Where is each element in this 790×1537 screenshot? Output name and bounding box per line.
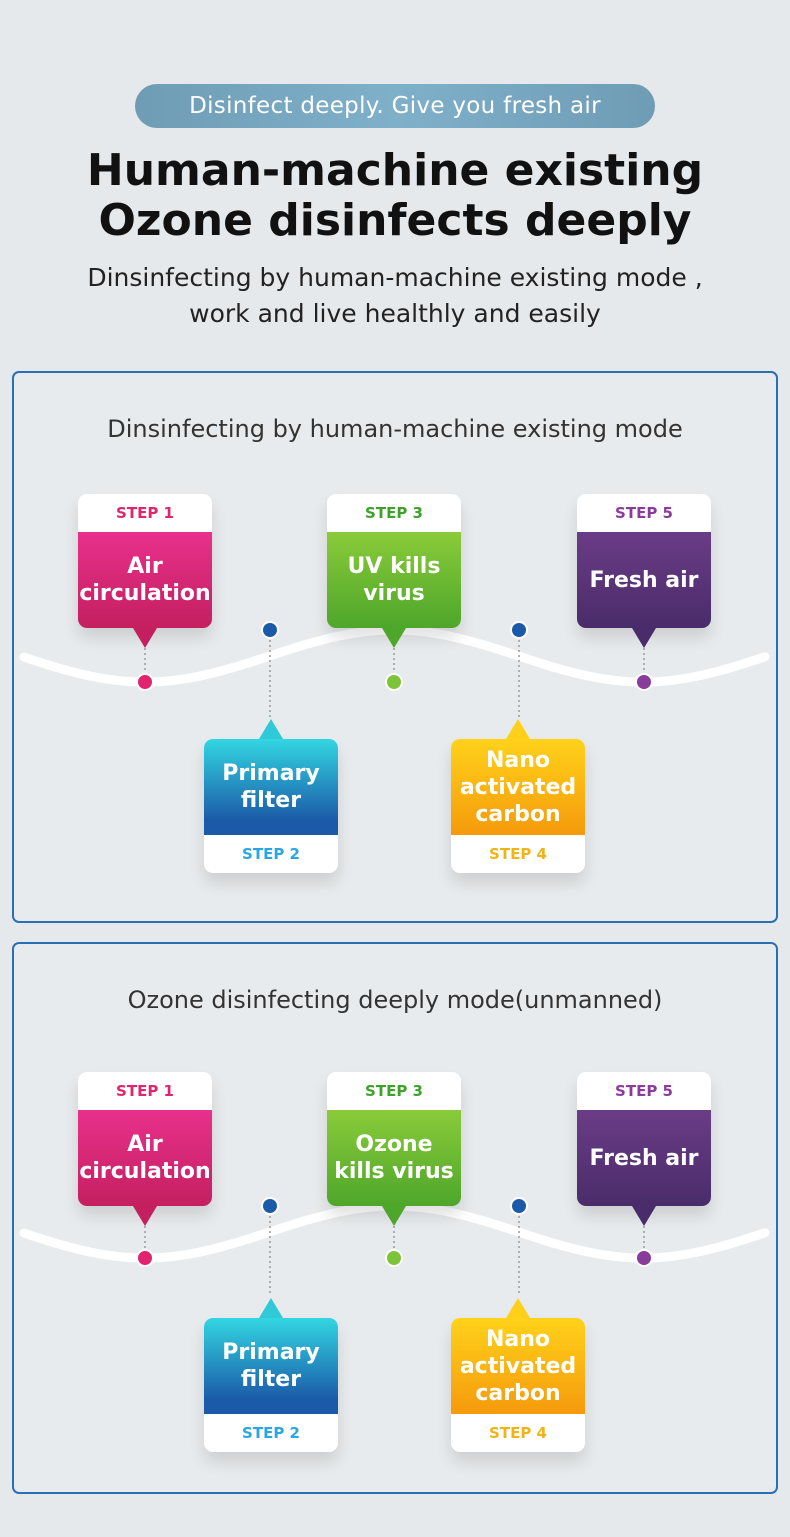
step-text: Fresh air <box>577 1110 711 1206</box>
pointer-down <box>632 1206 656 1226</box>
pointer-up <box>259 1298 283 1318</box>
subheading-line-1: Dinsinfecting by human-machine existing … <box>87 263 703 292</box>
pointer-down <box>632 628 656 648</box>
pointer-up <box>506 719 530 739</box>
process-panel-human-machine: Dinsinfecting by human-machine existing … <box>12 371 778 923</box>
headline-line-2: Ozone disinfects deeply <box>98 195 692 246</box>
dot-step-1 <box>136 673 154 691</box>
subheading-line-2: work and live healthly and easily <box>189 299 601 328</box>
step-label: STEP 1 <box>116 504 174 522</box>
step-label: STEP 3 <box>365 504 423 522</box>
dot-step-5 <box>635 1249 653 1267</box>
step-label: STEP 5 <box>615 1082 673 1100</box>
tagline-pill: Disinfect deeply. Give you fresh air <box>135 84 655 128</box>
pointer-down <box>382 628 406 648</box>
step-label: STEP 3 <box>365 1082 423 1100</box>
pointer-up <box>259 719 283 739</box>
pointer-down <box>133 628 157 648</box>
panel-title: Dinsinfecting by human-machine existing … <box>107 415 683 443</box>
headline-line-1: Human-machine existing <box>86 145 704 196</box>
dot-step-3 <box>385 1249 403 1267</box>
pointer-down <box>133 1206 157 1226</box>
panel-title: Ozone disinfecting deeply mode(unmanned) <box>127 986 663 1014</box>
dot-step-4 <box>510 1197 528 1215</box>
dot-step-2 <box>261 621 279 639</box>
dot-step-4 <box>510 621 528 639</box>
step-label: STEP 4 <box>489 845 547 863</box>
step-card-5: STEP 5 Fresh air <box>577 1072 711 1226</box>
step-label: STEP 5 <box>615 504 673 522</box>
dot-step-1 <box>136 1249 154 1267</box>
step-label: STEP 2 <box>242 1424 300 1442</box>
dot-step-3 <box>385 673 403 691</box>
dot-step-2 <box>261 1197 279 1215</box>
dot-step-5 <box>635 673 653 691</box>
step-text: Fresh air <box>577 532 711 628</box>
pointer-down <box>382 1206 406 1226</box>
process-panel-ozone-unmanned: Ozone disinfecting deeply mode(unmanned)… <box>12 942 778 1494</box>
pointer-up <box>506 1298 530 1318</box>
step-label: STEP 2 <box>242 845 300 863</box>
step-label: STEP 1 <box>116 1082 174 1100</box>
step-label: STEP 4 <box>489 1424 547 1442</box>
step-card-5: STEP 5 Fresh air <box>577 494 711 648</box>
